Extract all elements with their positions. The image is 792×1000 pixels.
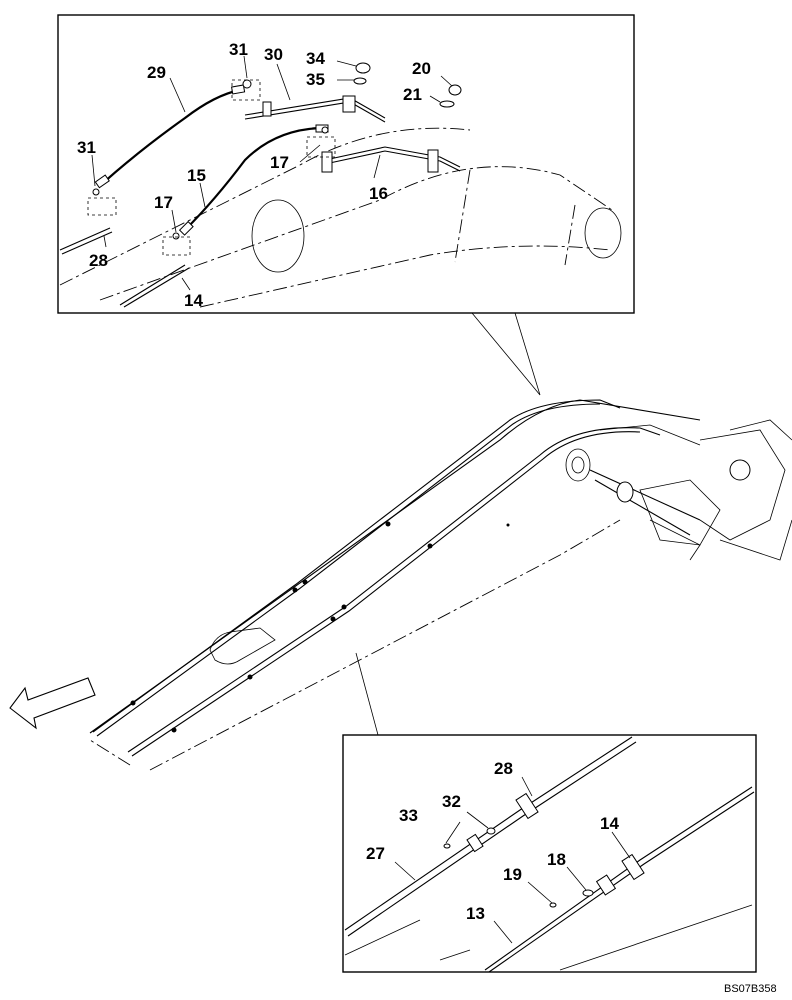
top-detail-inset: 29 31 30 34 35 20 21 31 15 17 17 16 28 1… [57, 14, 635, 314]
callout-19: 19 [503, 865, 522, 884]
callout-16: 16 [369, 184, 388, 203]
callout-13: 13 [466, 904, 485, 923]
bottom-detail-inset: 28 33 32 27 14 18 19 13 [342, 734, 757, 973]
callout-32: 32 [442, 792, 461, 811]
callout-27: 27 [366, 844, 385, 863]
callout-31: 31 [77, 138, 96, 157]
document-code: BS07B358 [724, 983, 777, 995]
callout-18: 18 [547, 850, 566, 869]
callout-14: 14 [600, 814, 619, 833]
direction-arrow [9, 677, 96, 730]
callout-30: 30 [264, 45, 283, 64]
callout-29: 29 [147, 63, 166, 82]
top-inset-frame [57, 14, 635, 314]
callout-28: 28 [494, 759, 513, 778]
callout-34: 34 [306, 49, 325, 68]
callout-31: 31 [229, 40, 248, 59]
callout-17: 17 [154, 193, 173, 212]
callout-35: 35 [306, 70, 325, 89]
hose-15 [184, 126, 321, 231]
callout-14: 14 [184, 291, 203, 310]
callout-17: 17 [270, 153, 289, 172]
callout-20: 20 [412, 59, 431, 78]
callout-15: 15 [187, 166, 206, 185]
pipe-16 [324, 146, 461, 168]
callout-28: 28 [89, 251, 108, 270]
callout-21: 21 [403, 85, 422, 104]
boom-pipe-lower [127, 427, 661, 753]
boom-pipe-upper [92, 399, 621, 733]
hose-29 [102, 88, 241, 184]
bottom-inset-frame [342, 734, 757, 973]
boom-assembly [89, 399, 792, 771]
callout-33: 33 [399, 806, 418, 825]
